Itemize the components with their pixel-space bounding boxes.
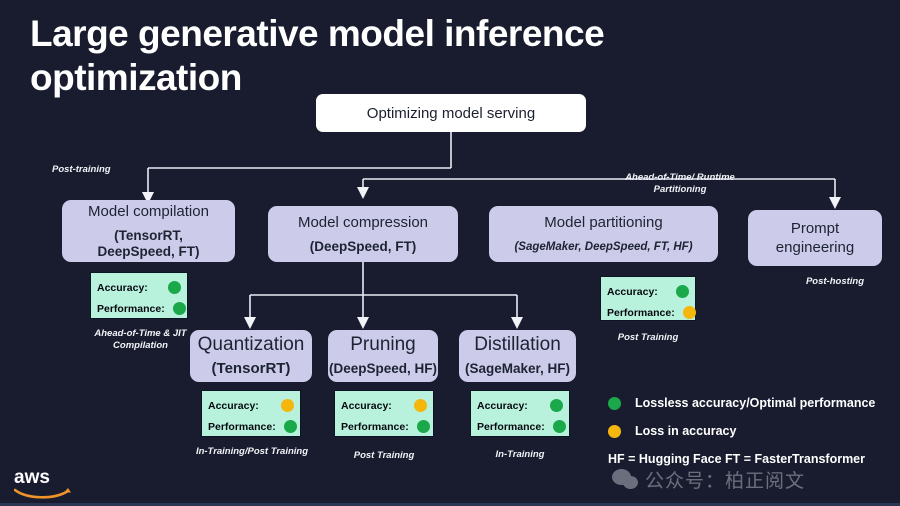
badge-row-accuracy: Accuracy: — [97, 277, 181, 298]
legend-item-loss: Loss in accuracy — [608, 424, 898, 438]
status-dot-green-icon — [283, 420, 297, 433]
badge-performance-label: Performance: — [477, 420, 545, 433]
legend-abbreviations: HF = Hugging Face FT = FasterTransformer — [608, 452, 866, 466]
status-dot-green-icon — [416, 420, 430, 433]
caption-distillation: In-Training — [495, 449, 545, 460]
bottom-divider — [0, 503, 900, 506]
node-title: Model partitioning — [544, 214, 663, 231]
badge-row-accuracy: Accuracy: — [341, 395, 427, 416]
status-dot-green-icon — [552, 420, 566, 433]
node-pruning[interactable]: Pruning (DeepSpeed, HF) — [328, 330, 438, 382]
aws-wordmark: aws — [14, 467, 50, 488]
wechat-bubble-small — [623, 475, 638, 489]
node-subtitle: (SageMaker, HF) — [464, 361, 571, 376]
node-title: Distillation — [474, 334, 561, 355]
badge-performance-label: Performance: — [341, 420, 409, 433]
node-title: Quantization — [197, 334, 305, 355]
node-subtitle: (DeepSpeed, FT) — [309, 239, 417, 254]
badge-accuracy-label: Accuracy: — [208, 399, 259, 412]
node-title: Model compilation — [88, 203, 209, 220]
badge-accuracy-label: Accuracy: — [607, 285, 658, 298]
aws-logo: aws — [13, 467, 76, 500]
caption-pruning: Post Training — [353, 450, 415, 461]
badge-row-performance: Performance: — [477, 416, 566, 437]
badge-row-performance: Performance: — [97, 298, 186, 319]
aws-smile-icon — [13, 488, 71, 499]
badge-distillation: Accuracy: Performance: — [470, 390, 570, 437]
caption-model-compilation: Ahead-of-Time & JIT Compilation — [94, 328, 187, 351]
legend-label: Lossless accuracy/Optimal performance — [635, 396, 876, 410]
node-title: Model compression — [297, 214, 429, 231]
wechat-watermark: 公众号：柏正阅文 — [612, 466, 805, 493]
status-dot-yellow-icon — [682, 306, 696, 319]
wechat-icon — [612, 468, 638, 491]
legend-dot-yellow-icon — [608, 424, 621, 438]
status-dot-green-icon — [172, 302, 186, 315]
status-dot-green-icon — [550, 399, 563, 412]
badge-performance-label: Performance: — [208, 420, 276, 433]
badge-accuracy-label: Accuracy: — [341, 399, 392, 412]
badge-row-performance: Performance: — [607, 302, 696, 323]
node-subtitle: (TensorRT, DeepSpeed, FT) — [97, 228, 200, 259]
node-model-partitioning[interactable]: Model partitioning (SageMaker, DeepSpeed… — [489, 206, 718, 262]
badge-accuracy-label: Accuracy: — [477, 399, 528, 412]
legend-label: Loss in accuracy — [635, 424, 737, 438]
node-optimizing-model-serving[interactable]: Optimizing model serving — [316, 94, 586, 132]
wechat-bubble-large — [612, 468, 631, 485]
badge-model-partitioning: Accuracy: Performance: — [600, 276, 696, 321]
root-label: Optimizing model serving — [366, 104, 536, 122]
node-subtitle: (DeepSpeed, HF) — [328, 361, 437, 376]
node-subtitle: (SageMaker, DeepSpeed, FT, HF) — [514, 241, 693, 253]
legend-item-lossless: Lossless accuracy/Optimal performance — [608, 396, 898, 410]
badge-quantization: Accuracy: Performance: — [201, 390, 301, 437]
badge-performance-label: Performance: — [607, 306, 675, 319]
status-dot-yellow-icon — [414, 399, 427, 412]
badge-performance-label: Performance: — [97, 302, 165, 315]
watermark-text: 公众号：柏正阅文 — [645, 471, 806, 492]
node-model-compression[interactable]: Model compression (DeepSpeed, FT) — [268, 206, 458, 262]
status-dot-green-icon — [168, 281, 181, 294]
node-title: Prompt engineering — [775, 220, 855, 256]
caption-ahead-of-time-runtime: Ahead-of-Time/ Runtime Partitioning — [625, 172, 735, 195]
node-quantization[interactable]: Quantization (TensorRT) — [190, 330, 312, 382]
caption-post-hosting: Post-hosting — [805, 276, 865, 287]
badge-row-accuracy: Accuracy: — [607, 281, 689, 302]
status-dot-yellow-icon — [281, 399, 294, 412]
node-subtitle: (TensorRT) — [211, 360, 291, 377]
node-distillation[interactable]: Distillation (SageMaker, HF) — [459, 330, 576, 382]
status-dot-green-icon — [676, 285, 689, 298]
caption-quantization: In-Training/Post Training — [195, 446, 309, 457]
badge-row-accuracy: Accuracy: — [477, 395, 563, 416]
badge-accuracy-label: Accuracy: — [97, 281, 148, 294]
badge-pruning: Accuracy: Performance: — [334, 390, 434, 437]
caption-post-training: Post-training — [52, 164, 111, 175]
node-title: Pruning — [350, 334, 416, 355]
badge-row-performance: Performance: — [341, 416, 430, 437]
legend-dot-green-icon — [608, 396, 621, 410]
badge-row-performance: Performance: — [208, 416, 297, 437]
page-title: Large generative model inference optimiz… — [30, 13, 605, 98]
legend: Lossless accuracy/Optimal performance Lo… — [608, 396, 898, 466]
badge-model-compilation: Accuracy: Performance: — [90, 272, 188, 319]
node-prompt-engineering[interactable]: Prompt engineering — [748, 210, 882, 266]
badge-row-accuracy: Accuracy: — [208, 395, 294, 416]
caption-model-partitioning: Post Training — [617, 332, 679, 343]
node-model-compilation[interactable]: Model compilation (TensorRT, DeepSpeed, … — [62, 200, 235, 262]
